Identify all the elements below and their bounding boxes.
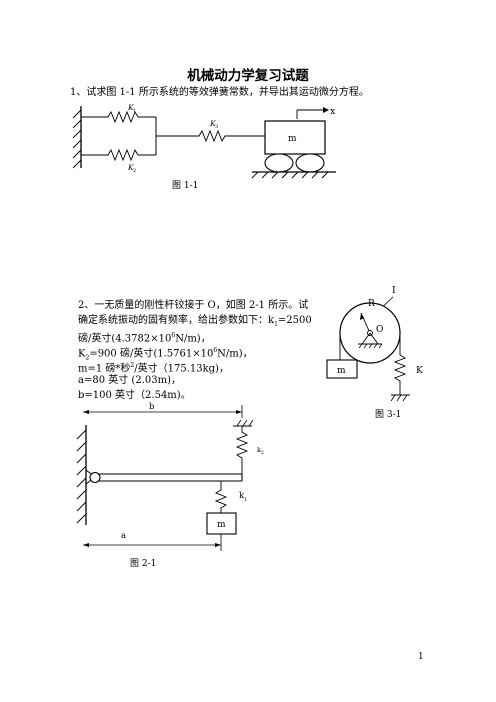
q2-line-5: m=1 磅*秒2/英寸（175.13kg)，: [78, 362, 229, 375]
fig2-label-mass: m: [217, 520, 226, 530]
fig1-label-k2: K: [127, 163, 134, 172]
fig1-ground-hatch: [251, 171, 329, 179]
fig3-mass-block: [326, 359, 358, 379]
fig2-k2-mount-hatch: [236, 419, 254, 427]
fig3-label-I: I: [392, 286, 396, 296]
fig3-label-R: R: [368, 299, 375, 309]
fig3-support-right: [369, 332, 379, 345]
q2-line-3: 磅/英寸(4.3782×106N/m)，: [78, 332, 211, 345]
fig1-label-k3-sub: 3: [215, 124, 218, 130]
fig3-radius-arrow: [360, 313, 364, 320]
fig1-mass-block: [264, 120, 326, 155]
fig1-label-k1: K: [127, 103, 134, 112]
fig1-x-arrow-head: [323, 107, 329, 113]
fig2-label-a: a: [121, 531, 126, 541]
fig1-wall-hatch: [72, 109, 82, 169]
fig3-label-mass: m: [337, 366, 346, 376]
q2-line-1: 2、一无质量的刚性杆铰接于 O，如图 2-1 所示。试: [78, 300, 309, 311]
fig2-label-b: b: [149, 402, 155, 412]
q2-line-4: K2=900 磅/英寸(1.5761×106N/m)，: [78, 347, 253, 362]
fig1-label-x: x: [330, 107, 335, 117]
fig3-caption: 图 3-1: [375, 409, 401, 420]
fig2-dim-b-arrow-left: [83, 410, 89, 414]
fig2-label-k1: k: [239, 491, 245, 501]
fig2-spring-k1: [214, 481, 228, 513]
fig1-spring-k2: [81, 148, 156, 162]
fig2-wall-hatch: [76, 429, 87, 524]
fig1-caption: 图 1-1: [172, 180, 198, 191]
fig3-support-left: [361, 332, 371, 345]
fig2-dim-a-arrow-left: [83, 543, 89, 547]
fig3-support-hatch: [358, 343, 383, 349]
fig2-dim-b-arrow-right: [236, 410, 242, 414]
fig2-dim-a-arrow-right: [215, 543, 221, 547]
fig3-spring-ground-hatch: [390, 394, 408, 402]
fig1-label-k2-sub: 2: [133, 168, 136, 174]
fig3-label-O: O: [376, 325, 383, 335]
fig1-spring-k3: [156, 129, 265, 143]
fig1-label-k1-sub: 1: [133, 108, 136, 114]
q2-line-2: 确定系统振动的固有频率，给出参数如下：k1=2500: [78, 315, 312, 328]
fig2-pivot-circle: [89, 471, 101, 484]
fig2-label-k2: k: [257, 446, 261, 454]
fig2-label-k2-sub: 2: [261, 450, 264, 456]
fig1-spring-k1: [81, 110, 156, 124]
question-1-text: 1、试求图 1-1 所示系统的等效弹簧常数，并导出其运动微分方程。: [70, 87, 369, 98]
fig1-label-mass: m: [288, 134, 297, 144]
fig2-mass-block: [206, 512, 237, 535]
q2-line-6: a=80 英寸 (2.03m)，: [78, 375, 181, 386]
fig1-label-k3: K: [209, 119, 216, 128]
page-title: 机械动力学复习试题: [187, 68, 309, 84]
fig2-spring-k2: [235, 426, 249, 474]
page-number: 1: [418, 652, 424, 662]
fig3-spring-k: [393, 354, 407, 395]
fig2-label-k1-sub: 1: [244, 497, 247, 503]
fig3-label-K: K: [416, 366, 423, 376]
fig2-caption: 图 2-1: [130, 558, 156, 569]
q2-line-7: b=100 英寸（2.54m)。: [78, 390, 191, 401]
